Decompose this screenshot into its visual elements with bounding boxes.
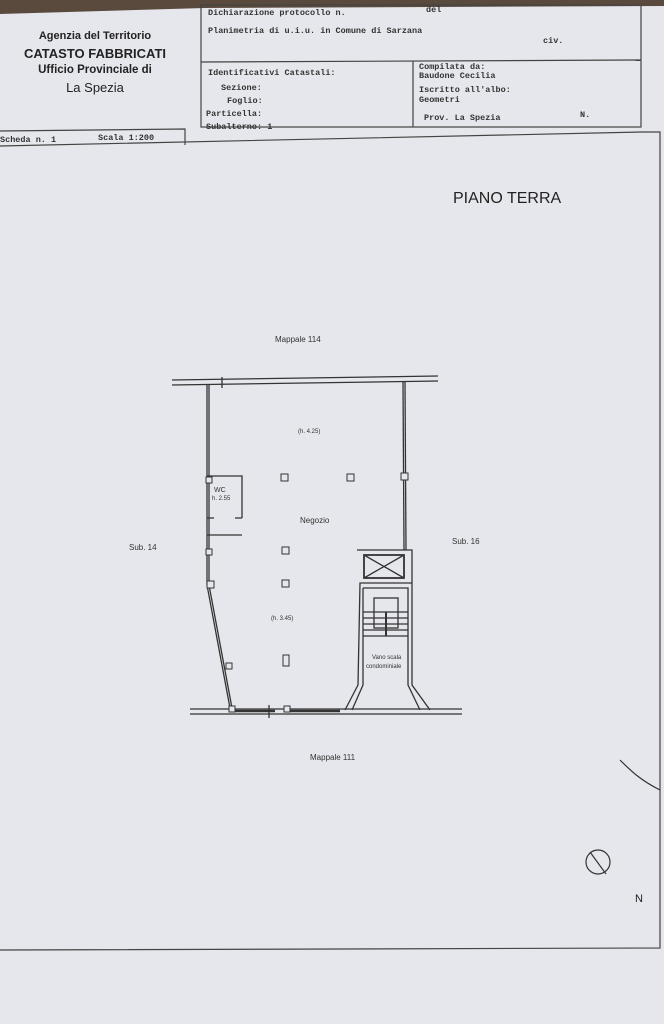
north-arrow-icon	[585, 759, 661, 875]
civ-label: civ.	[543, 36, 564, 46]
register-label: Iscritto all'albo:	[419, 85, 511, 95]
scheda-label: Scheda n. 1	[0, 135, 57, 145]
header-box	[200, 4, 642, 128]
identifiers-title: Identificativi Catastali:	[208, 68, 336, 78]
height-top: (h. 4.25)	[298, 429, 321, 435]
wc-height: h. 2.55	[212, 496, 231, 502]
floor-title: PIANO TERRA	[453, 190, 562, 207]
compiler-name: Baudone Cecilia	[419, 71, 496, 81]
north-label: N	[635, 893, 643, 905]
foglio-label: Foglio:	[227, 96, 263, 106]
protocol-label: Dichiarazione protocollo n.	[208, 8, 346, 18]
province-label: Prov. La Spezia	[424, 113, 501, 123]
table-edge	[0, 0, 664, 14]
south-boundary: Mappale 111	[310, 753, 356, 762]
register-value: Geometri	[419, 95, 460, 105]
agency-name: Agenzia del Territorio	[38, 30, 152, 42]
number-label: N.	[580, 110, 591, 120]
drawing-frame	[0, 131, 661, 951]
particella-label: Particella:	[206, 109, 263, 119]
scale-label: Scala 1:200	[98, 133, 155, 143]
subalterno-label: Subalterno: 1	[206, 122, 273, 132]
pillars	[205, 472, 409, 713]
scheda-box	[0, 128, 186, 145]
stair-label-2: condominiale	[366, 664, 402, 670]
stair-label-1: Vano scala	[372, 655, 402, 661]
floor-plan	[171, 375, 462, 718]
department-name: CATASTO FABBRICATI	[23, 46, 167, 61]
room-label: Negozio	[300, 516, 330, 525]
office-city: La Spezia	[66, 80, 124, 95]
date-label: del	[426, 5, 442, 15]
sezione-label: Sezione:	[221, 83, 262, 93]
west-boundary: Sub. 14	[129, 543, 157, 552]
height-bottom: (h. 3.45)	[271, 616, 294, 622]
wc-label: WC	[214, 487, 226, 494]
plan-title: Planimetria di u.i.u. in Comune di Sarza…	[208, 26, 423, 36]
east-boundary: Sub. 16	[452, 537, 480, 546]
compiler-label: Compilata da:	[419, 62, 486, 72]
north-boundary: Mappale 114	[275, 335, 321, 344]
office-name: Ufficio Provinciale di	[38, 64, 152, 76]
